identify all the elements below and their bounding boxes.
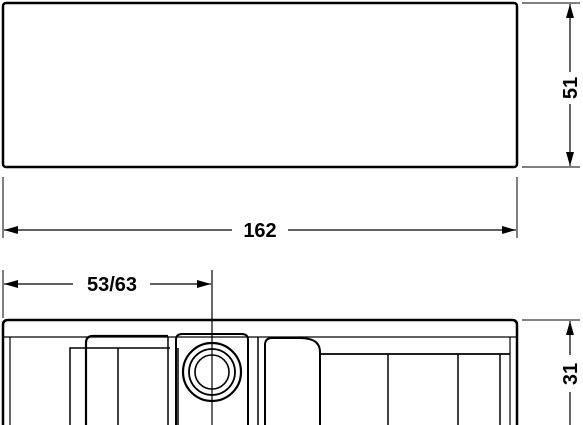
bore-outer-ring [181,341,243,403]
clamp-recess [69,347,170,425]
bottom-view-body [1,318,519,425]
height-dimension-label-bottom: 31 [560,363,582,385]
offset-dimension-label: 53/63 [87,274,137,296]
bore-inner-ring [194,354,230,390]
bore-middle-ring [188,348,236,396]
top-view-body [1,1,519,169]
height-dimension-label-top: 51 [560,77,582,99]
clamp-pad-left [84,334,168,425]
width-dimension-label: 162 [243,220,276,242]
clamp-pad-right [264,337,321,425]
bore-boss [175,333,249,425]
